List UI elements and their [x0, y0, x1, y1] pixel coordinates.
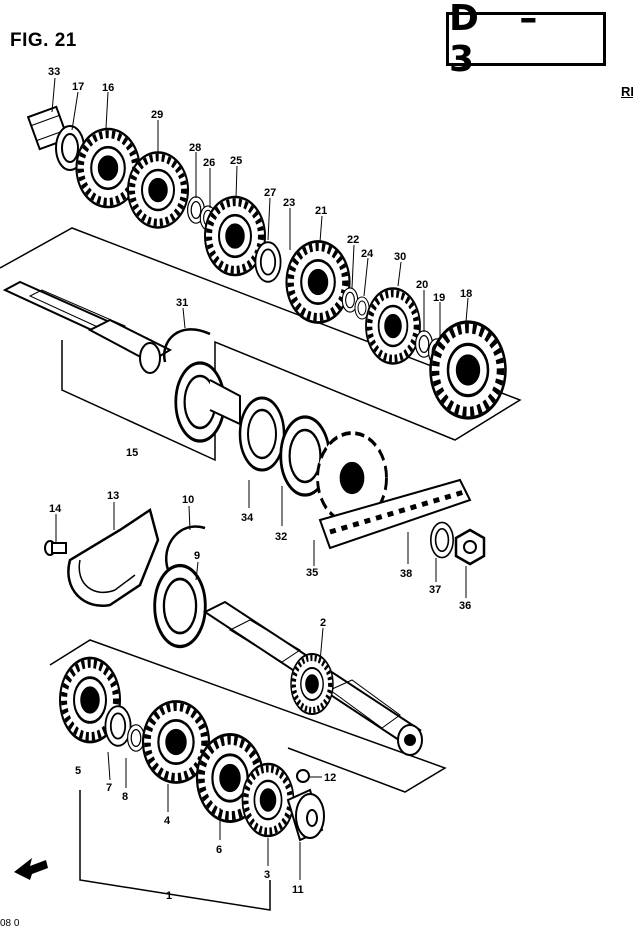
callout-30: 30	[394, 251, 406, 263]
leader-lines	[51, 77, 469, 880]
callout-labels: 33 17 16 29 28 26 25 27 23 21 22 24 30 2…	[48, 66, 472, 902]
callout-2: 2	[320, 617, 326, 629]
callout-6: 6	[216, 844, 222, 856]
callout-22: 22	[347, 234, 359, 246]
callout-19: 19	[433, 292, 445, 304]
direction-arrow-icon	[14, 858, 48, 880]
callout-36: 36	[459, 600, 471, 612]
figure-label: FIG. 21	[10, 30, 77, 51]
callout-31: 31	[176, 297, 188, 309]
callout-11: 11	[292, 884, 304, 896]
callout-1: 1	[166, 890, 172, 902]
callout-27: 27	[264, 187, 276, 199]
callout-23: 23	[283, 197, 295, 209]
callout-38: 38	[400, 568, 412, 580]
callout-26: 26	[203, 157, 215, 169]
callout-15: 15	[126, 447, 138, 459]
lower-shaft-group	[44, 507, 447, 911]
callout-17: 17	[72, 81, 84, 93]
section-code: D – 3	[449, 0, 552, 80]
callout-14: 14	[49, 503, 62, 515]
callout-18: 18	[460, 288, 472, 300]
bottom-fragment-text: 08 0	[0, 918, 20, 929]
callout-21: 21	[315, 205, 327, 217]
callout-12: 12	[324, 772, 336, 784]
callout-3: 3	[264, 869, 270, 881]
callout-34: 34	[241, 512, 254, 524]
callout-37: 37	[429, 584, 441, 596]
edge-fragment-text: RE	[621, 84, 633, 99]
upper-shaft-group	[0, 105, 522, 566]
callout-28: 28	[189, 142, 201, 154]
callout-8: 8	[122, 791, 128, 803]
callout-16: 16	[102, 82, 114, 94]
callout-35: 35	[306, 567, 318, 579]
callout-9: 9	[194, 550, 200, 562]
callout-5: 5	[75, 765, 81, 777]
callout-20: 20	[416, 279, 428, 291]
callout-33: 33	[48, 66, 60, 78]
callout-7: 7	[106, 782, 112, 794]
callout-24: 24	[361, 248, 374, 260]
callout-10: 10	[182, 494, 194, 506]
callout-29: 29	[151, 109, 163, 121]
callout-4: 4	[164, 815, 171, 827]
callout-32: 32	[275, 531, 287, 543]
callout-25: 25	[230, 155, 242, 167]
callout-13: 13	[107, 490, 119, 502]
section-code-box: D – 3	[446, 0, 606, 80]
